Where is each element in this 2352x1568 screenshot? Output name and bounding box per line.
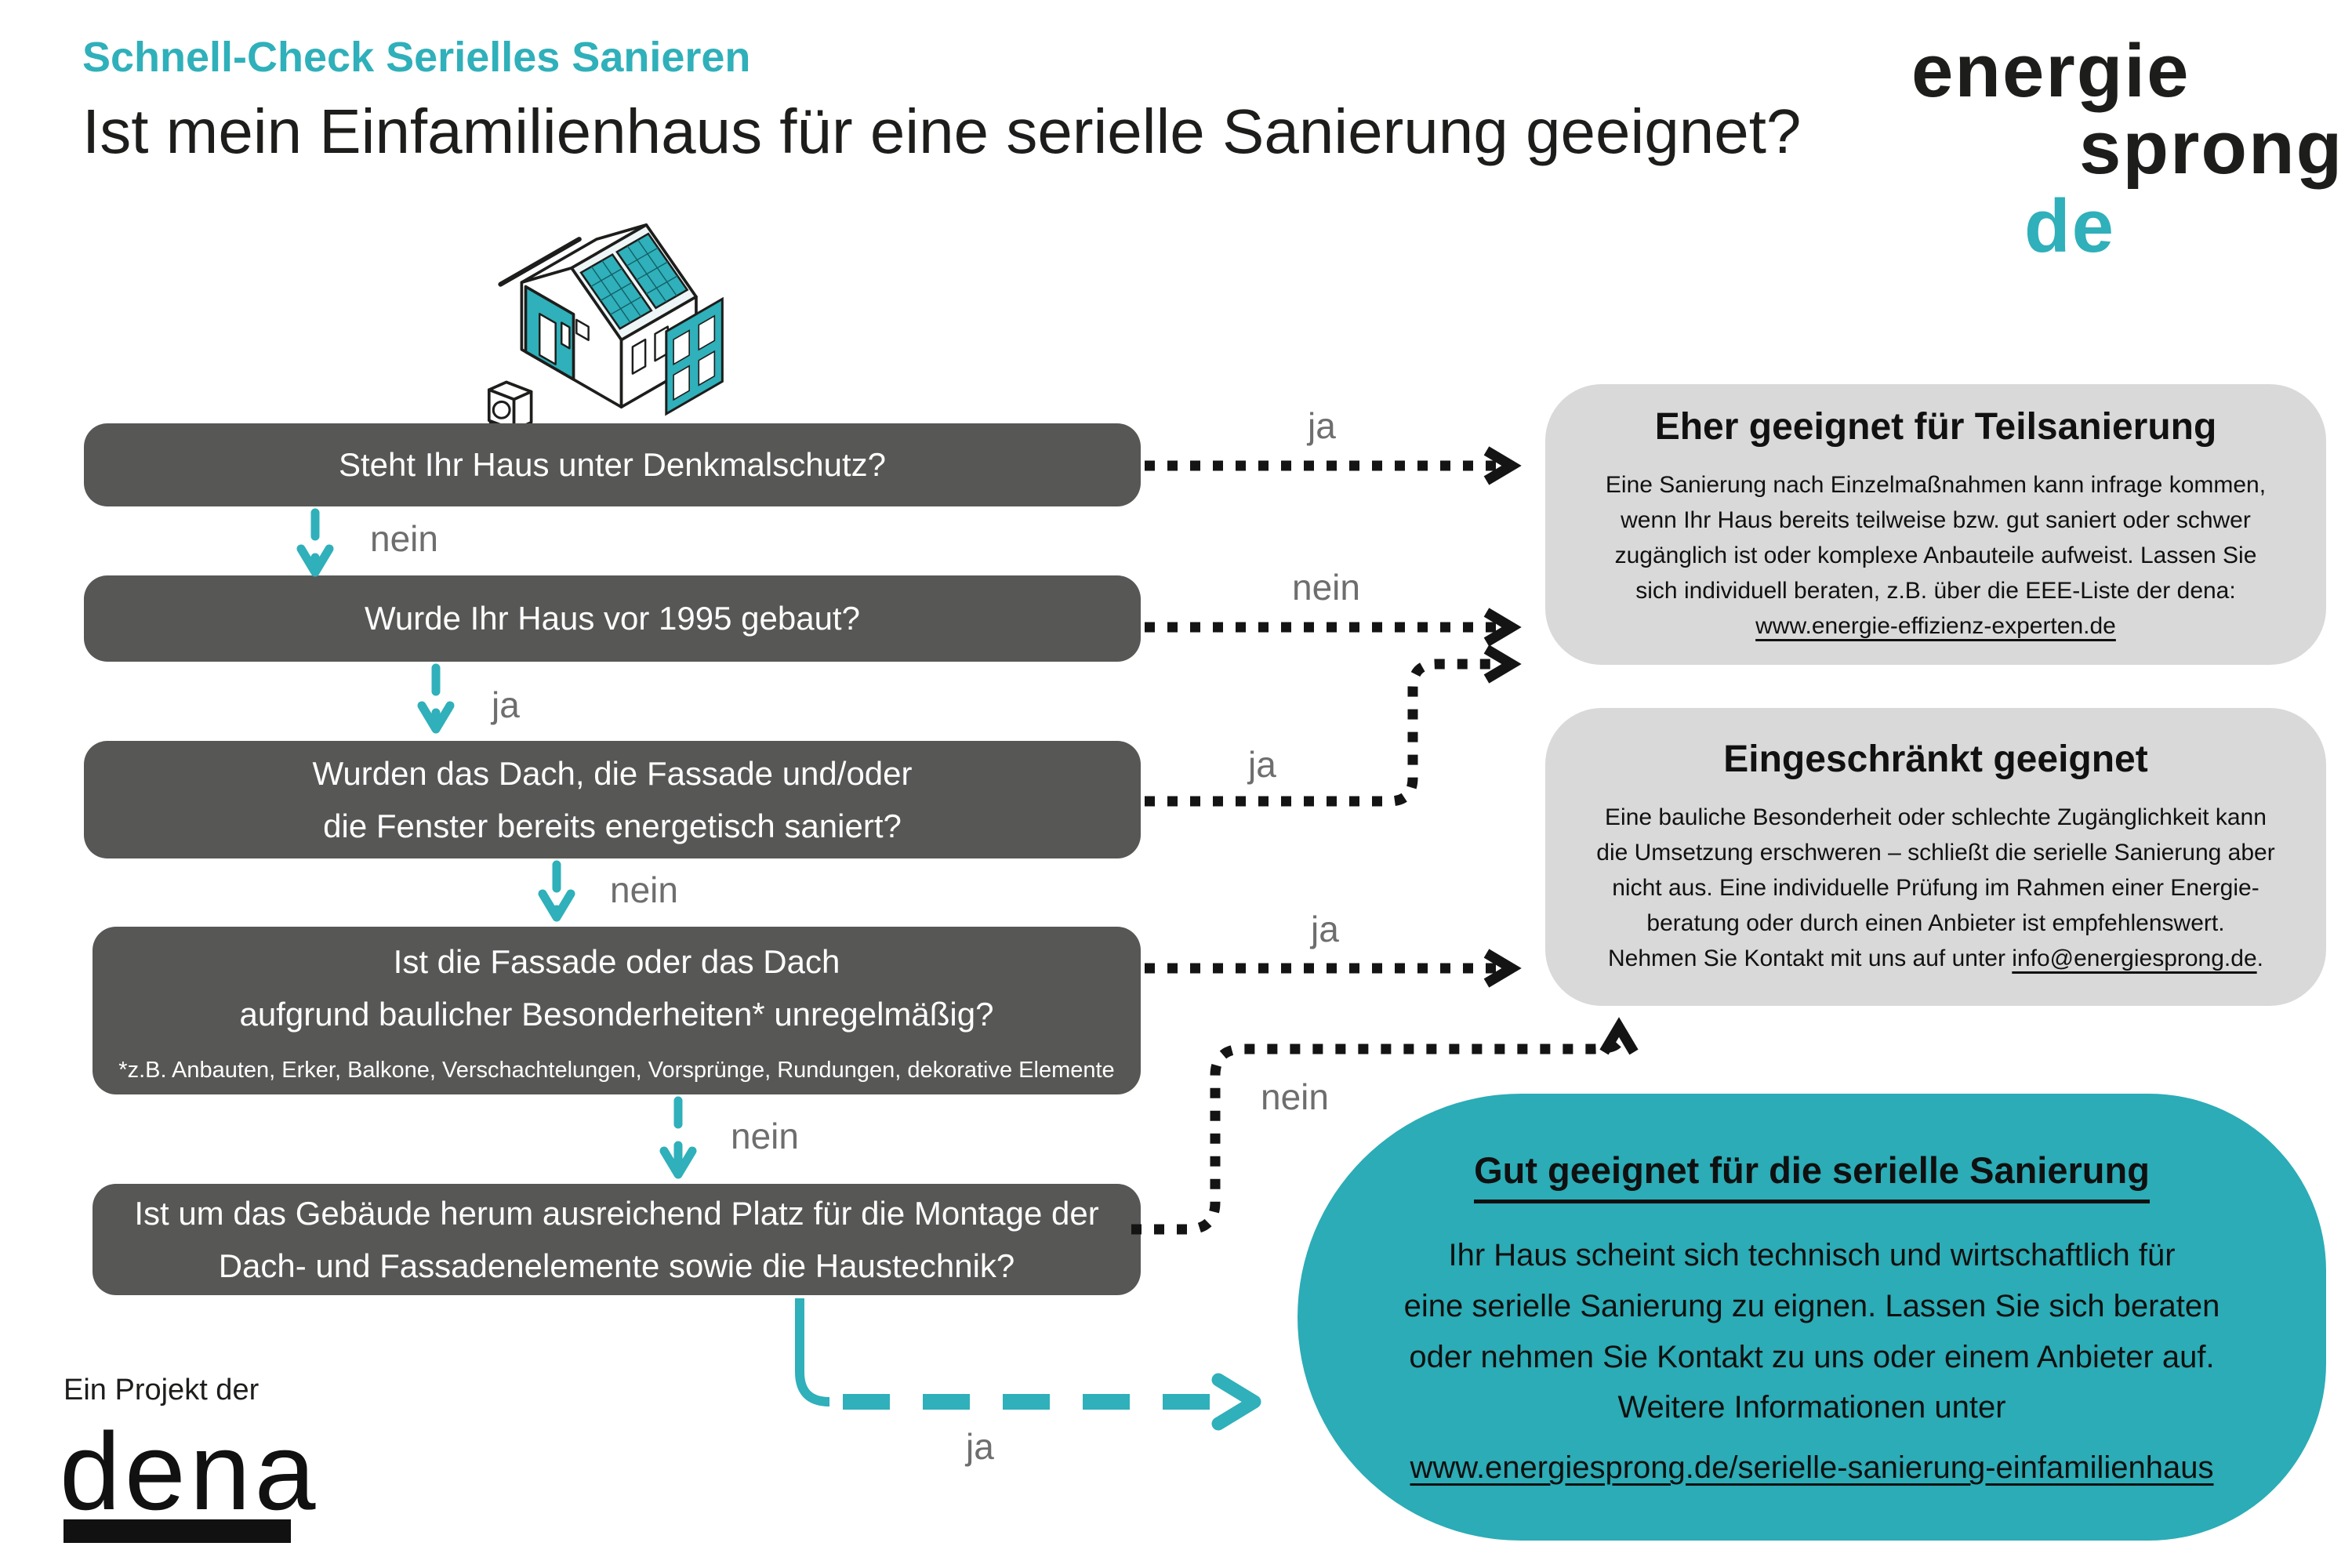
- question-text: Ist um das Gebäude herum ausreichend Pla…: [134, 1194, 1099, 1284]
- result-title: Eher geeignet für Teilsanierung: [1654, 406, 2217, 448]
- result-body: Eine Sanierung nach Einzelmaßnahmen kann…: [1605, 472, 2267, 604]
- question-text: Wurde Ihr Haus vor 1995 gebaut?: [365, 600, 860, 637]
- result-box-gut-geeignet: Gut geeignet für die serielle Sanierung …: [1298, 1094, 2326, 1541]
- edge-label-q4-nein: nein: [731, 1116, 799, 1156]
- arrow-q5-ja-elbow: [795, 1298, 830, 1406]
- edge-label-q4-ja: ja: [1311, 909, 1339, 949]
- energiesprong-info-link[interactable]: www.energiesprong.de/serielle-sanierung-…: [1410, 1450, 2214, 1486]
- result-box-eingeschraenkt: Eingeschränkt geeignet Eine bauliche Bes…: [1545, 708, 2326, 1006]
- question-box-bauliche-besonderheiten: Ist die Fassade oder das Dach aufgrund b…: [93, 927, 1141, 1094]
- logo-word-de: de: [2024, 184, 2116, 268]
- question-text: Steht Ihr Haus unter Denkmalschutz?: [338, 446, 886, 484]
- result-title: Eingeschränkt geeignet: [1723, 739, 2148, 780]
- edge-label-q2-nein: nein: [1292, 567, 1360, 608]
- question-box-denkmalschutz: Steht Ihr Haus unter Denkmalschutz?: [84, 423, 1141, 506]
- question-text: Ist die Fassade oder das Dach aufgrund b…: [239, 942, 994, 1033]
- project-credit-text: Ein Projekt der: [64, 1374, 260, 1406]
- result-title: Gut geeignet für die serielle Sanierung: [1474, 1149, 2150, 1203]
- result-contact-line: Nehmen Sie Kontakt mit uns auf unter inf…: [1608, 941, 2263, 976]
- question-box-bereits-saniert: Wurden das Dach, die Fassade und/oder di…: [84, 741, 1141, 858]
- contact-prefix: Nehmen Sie Kontakt mit uns auf unter: [1608, 946, 2013, 971]
- edge-label-q1-nein: nein: [370, 518, 438, 559]
- edge-label-q5-ja: ja: [966, 1426, 994, 1467]
- contact-suffix: .: [2256, 946, 2263, 971]
- dena-logo-wordmark: dena: [60, 1410, 320, 1533]
- arrow-q3-ja-to-teilsanierung: [1145, 644, 1522, 807]
- edge-label-q1-ja: ja: [1308, 405, 1336, 446]
- page-title: Ist mein Einfamilienhaus für eine seriel…: [82, 96, 1802, 166]
- question-box-platz: Ist um das Gebäude herum ausreichend Pla…: [93, 1184, 1141, 1295]
- result-body: Ihr Haus scheint sich technisch und wirt…: [1403, 1237, 2220, 1425]
- edge-label-q3-ja: ja: [1248, 744, 1276, 785]
- logo-word-energie: energie: [1911, 29, 2190, 113]
- energiesprong-email-link[interactable]: info@energiesprong.de: [2012, 946, 2257, 971]
- question-box-baujahr: Wurde Ihr Haus vor 1995 gebaut?: [84, 575, 1141, 662]
- dena-logo-bar: [64, 1519, 291, 1543]
- question-footnote: *z.B. Anbauten, Erker, Balkone, Verschac…: [118, 1058, 1115, 1083]
- result-box-teilsanierung: Eher geeignet für Teilsanierung Eine San…: [1545, 384, 2326, 665]
- kicker-title: Schnell-Check Serielles Sanieren: [82, 34, 751, 81]
- house-illustration-icon: [487, 191, 732, 441]
- edge-label-q2-ja: ja: [492, 684, 520, 725]
- edge-label-q3-nein: nein: [610, 869, 678, 910]
- eee-liste-link[interactable]: www.energie-effizienz-experten.de: [1755, 613, 2116, 639]
- edge-label-q5-nein: nein: [1261, 1076, 1329, 1117]
- result-body: Eine bauliche Besonderheit oder schlecht…: [1596, 804, 2275, 936]
- logo-word-sprong: sprong: [2079, 106, 2344, 190]
- question-text: Wurden das Dach, die Fassade und/oder di…: [312, 754, 913, 844]
